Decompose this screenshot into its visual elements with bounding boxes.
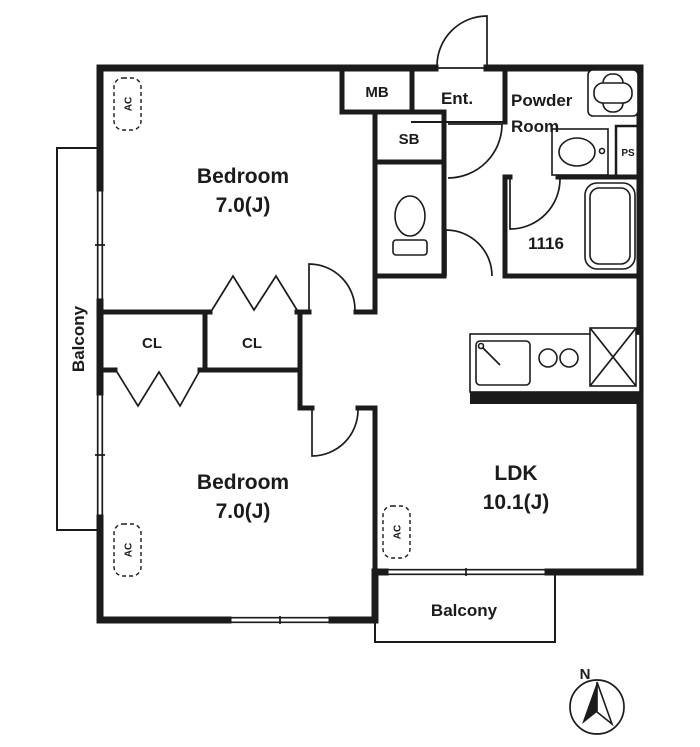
ac-unit-ldk: AC [382, 505, 411, 559]
ac-unit-bedroom1: AC [113, 77, 142, 131]
walls [96, 64, 644, 624]
window-lines [96, 188, 548, 624]
balcony-bottom-outline [374, 571, 556, 643]
vanity-sink-icon [551, 128, 609, 176]
outer-walls [96, 64, 644, 624]
fixtures: AC AC AC [113, 69, 641, 577]
bathroom-door-swing [509, 178, 561, 230]
door-swings [116, 15, 561, 457]
north-label: N [580, 666, 591, 683]
kitchen-sink-icon [475, 340, 531, 386]
balcony-left-outline [56, 147, 101, 531]
powder-room-label-line1: Powder [511, 91, 573, 110]
balcony-left-label: Balcony [69, 305, 88, 372]
faucet-icon [480, 345, 501, 366]
toilet-bowl [394, 195, 426, 237]
shoe-box-label: SB [399, 131, 420, 148]
ac-unit-bedroom2: AC [113, 523, 142, 577]
powder-room-label-line2: Room [511, 117, 559, 136]
pipe-shaft-label: PS [621, 148, 635, 159]
closet-left-folding-door [116, 370, 200, 408]
faucet-base-icon [477, 342, 485, 350]
compass-circle [569, 679, 625, 735]
meter-box-label: MB [365, 84, 388, 101]
bedroom2-door-swing [311, 409, 359, 457]
balcony-bottom-label: Balcony [431, 601, 498, 620]
ldk-door-swing [445, 229, 493, 277]
stove-burner-left-icon [538, 348, 558, 368]
window-mullion-ticks [95, 244, 467, 624]
inner-walls [97, 65, 643, 575]
hall-door-swing [447, 123, 503, 179]
ldk-size-label: 10.1(J) [483, 491, 550, 514]
bedroom1-size-label: 7.0(J) [216, 194, 271, 217]
refrigerator-space-icon [589, 327, 637, 387]
compass-needle-light [596, 681, 614, 727]
kitchen-counter [469, 327, 641, 404]
toilet-tank [392, 239, 428, 256]
entrance-door-swing [436, 15, 488, 67]
entrance-label: Ent. [441, 89, 473, 108]
compass-needle-dark [582, 682, 597, 724]
bedroom1-door-swing [308, 263, 356, 311]
closet-left-label: CL [142, 335, 162, 352]
balcony-outlines [56, 147, 556, 643]
ac-label-bedroom2: AC [124, 543, 135, 557]
closet-right-folding-door [211, 274, 298, 312]
bedroom1-name-label: Bedroom [197, 165, 289, 188]
ac-label-ldk: AC [393, 525, 404, 539]
washing-machine-pan-icon [587, 69, 639, 117]
bathroom-size-label: 1116 [528, 234, 564, 253]
bathtub-icon [584, 182, 636, 270]
stove-burner-right-icon [559, 348, 579, 368]
compass: N [569, 666, 625, 735]
room-labels: Bedroom 7.0(J) Bedroom 7.0(J) LDK 10.1(J… [69, 84, 635, 620]
ac-label-bedroom1: AC [124, 97, 135, 111]
closet-right-label: CL [242, 335, 262, 352]
toilet-icon [392, 195, 428, 256]
bedroom2-size-label: 7.0(J) [216, 500, 271, 523]
counter-front-edge [470, 392, 640, 404]
ldk-name-label: LDK [494, 462, 537, 485]
bedroom2-name-label: Bedroom [197, 471, 289, 494]
windows [95, 188, 548, 624]
pipe-shaft-walls [614, 124, 642, 178]
